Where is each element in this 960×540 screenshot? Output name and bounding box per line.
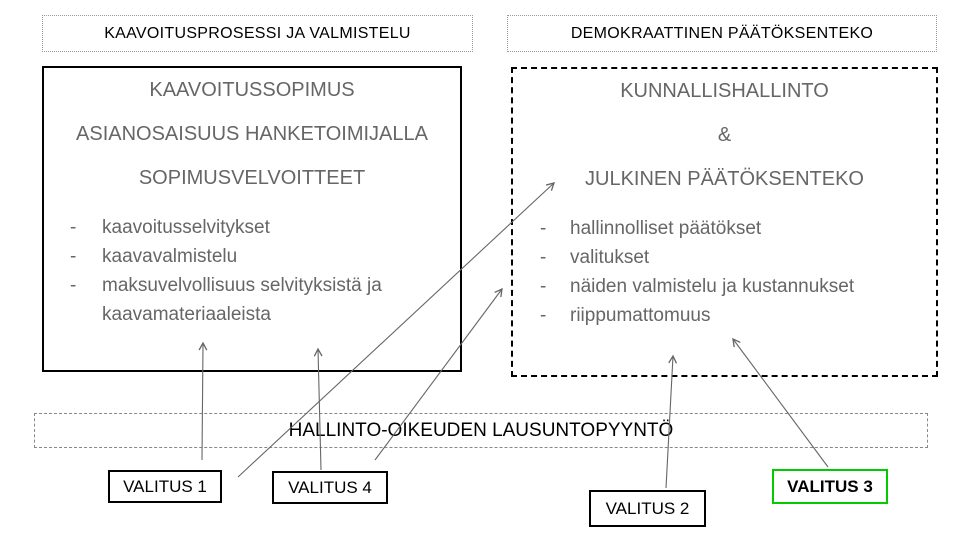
list-item: riippumattomuus <box>540 301 928 330</box>
valitus-2-label: VALITUS 2 <box>605 498 690 518</box>
list-item: hallinnolliset päätökset <box>540 214 928 243</box>
planning-box-heading-1: KAAVOITUSSOPIMUS <box>149 79 355 101</box>
municipal-box-heading-ampersand: & <box>717 124 732 146</box>
municipal-box-bullet-list: hallinnolliset päätökset valitukset näid… <box>540 214 928 330</box>
democratic-decision-header-text: DEMOKRAATTINEN PÄÄTÖKSENTEKO <box>570 24 874 42</box>
planning-box-heading-3: SOPIMUSVELVOITTEET <box>138 167 366 189</box>
planning-box-bullet-list: kaavoitusselvitykset kaavavalmistelu mak… <box>70 213 452 329</box>
list-item: valitukset <box>540 243 928 272</box>
list-item: kaavoitusselvitykset <box>70 213 452 242</box>
municipal-box-heading-1: KUNNALLISHALLINTO <box>620 80 829 102</box>
list-item: maksuvelvollisuus selvityksistä ja kaava… <box>70 271 452 329</box>
planning-process-header-label: KAAVOITUSPROSESSI JA VALMISTELU <box>42 15 473 52</box>
planning-process-header-text: KAAVOITUSPROSESSI JA VALMISTELU <box>104 24 411 42</box>
planning-agreement-box: KAAVOITUSSOPIMUS ASIANOSAISUUS HANKETOIM… <box>42 66 462 372</box>
list-item: näiden valmistelu ja kustannukset <box>540 272 928 301</box>
municipal-box-heading-2: JULKINEN PÄÄTÖKSENTEKO <box>585 168 864 190</box>
valitus-4-label: VALITUS 4 <box>288 477 372 497</box>
valitus-1-box: VALITUS 1 <box>108 470 222 503</box>
valitus-3-label: VALITUS 3 <box>787 476 873 496</box>
list-item: kaavavalmistelu <box>70 242 452 271</box>
valitus-4-box: VALITUS 4 <box>272 471 388 504</box>
court-statement-request-text: HALLINTO-OIKEUDEN LAUSUNTOPYYNTÖ <box>288 419 674 441</box>
municipal-administration-box: KUNNALLISHALLINTO & JULKINEN PÄÄTÖKSENTE… <box>511 67 938 377</box>
valitus-1-label: VALITUS 1 <box>123 476 207 496</box>
democratic-decision-header-label: DEMOKRAATTINEN PÄÄTÖKSENTEKO <box>507 15 937 52</box>
planning-box-heading-2: ASIANOSAISUUS HANKETOIMIJALLA <box>76 123 428 145</box>
valitus-2-box: VALITUS 2 <box>589 490 706 527</box>
valitus-3-box-highlighted: VALITUS 3 <box>772 469 888 504</box>
court-statement-request-bar: HALLINTO-OIKEUDEN LAUSUNTOPYYNTÖ <box>34 413 928 448</box>
